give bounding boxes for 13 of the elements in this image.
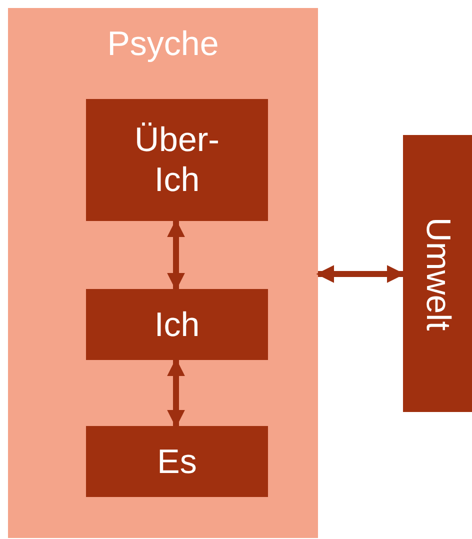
box-label: Über- Ich [133,120,221,200]
double-arrow [167,358,185,428]
process-box [86,289,268,360]
process-box [86,426,268,497]
psyche-panel [8,8,318,538]
double-arrow [316,265,405,283]
environment-box [403,135,472,412]
panel-title: Psyche [106,24,220,64]
box-label: Es [156,442,198,482]
box-label: Ich [153,304,201,344]
double-arrow [167,219,185,291]
process-box [86,99,268,221]
box-label: Umwelt [418,216,458,330]
